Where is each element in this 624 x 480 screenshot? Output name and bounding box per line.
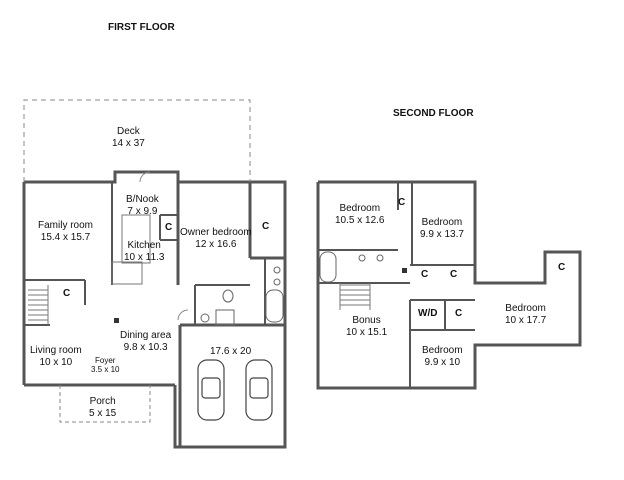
sink-icon [200,313,210,323]
column-marker [402,268,407,273]
room-owner-bedroom: Owner bedroom 12 x 16.6 [180,227,252,251]
closet-label: C [63,288,71,299]
room-name: Bedroom [339,203,381,214]
room-name: Bedroom [421,217,463,228]
room-name: Deck [117,126,140,137]
room-porch: Porch 5 x 15 [89,396,116,420]
room-name: Kitchen [127,240,161,251]
room-name: Porch [89,396,116,407]
room-bedroom-1: Bedroom 10.5 x 12.6 [335,203,384,227]
room-size: 14 x 37 [112,138,145,149]
sink-icon [273,266,281,274]
room-size: 10 x 17.7 [505,315,547,326]
room-size: 15.4 x 15.7 [40,232,91,243]
closet-label: C [558,262,566,273]
room-size: 3.5 x 10 [91,365,120,374]
room-name: Dining area [120,330,172,341]
room-size: 9.9 x 10 [424,357,461,368]
closet-label: C [165,222,173,233]
room-name: Foyer [95,356,116,365]
room-garage: 17.6 x 20 [210,346,251,358]
room-name: Bedroom [505,303,546,314]
sink-icon [376,254,384,262]
room-size: 7 x 9.9 [127,206,158,217]
room-name: Bedroom [422,345,463,356]
deck-outline [23,99,251,182]
room-size: 10 x 11.3 [124,252,165,263]
closet-label: C [421,269,429,280]
closet-label: C [455,308,463,319]
room-size: 10.5 x 12.6 [335,215,385,226]
door-swing [177,309,189,321]
room-size: 10 x 15.1 [346,327,388,338]
first-floor-title: FIRST FLOOR [108,22,175,33]
room-size: 17.6 x 20 [210,346,252,357]
bathtub [319,251,337,283]
room-name: Bonus [352,315,381,326]
room-foyer: Foyer 3.5 x 10 [91,356,119,374]
room-bonus: Bonus 10 x 15.1 [346,315,387,339]
sink-icon [358,254,366,262]
toilet [222,289,234,303]
closet-label: C [450,269,458,280]
room-size: 9.8 x 10.3 [123,342,168,353]
room-living: Living room 10 x 10 [30,345,82,369]
second-floor-outer-wall [316,180,582,390]
room-size: 12 x 16.6 [195,239,237,250]
kitchen-island [121,214,151,264]
room-name: Owner bedroom [180,227,252,238]
laundry-label: W/D [418,308,438,319]
room-name: Family room [38,220,94,231]
column-marker [114,318,119,323]
room-size: 5 x 15 [89,408,117,419]
first-floor-stairs [28,285,49,325]
room-size: 9.9 x 13.7 [420,229,464,240]
shower [215,309,235,326]
room-kitchen: Kitchen 10 x 11.3 [124,240,164,264]
sink-icon [273,278,281,286]
room-bnook: B/Nook 7 x 9.9 [126,194,159,218]
room-size: 10 x 10 [39,357,73,368]
room-dining: Dining area 9.8 x 10.3 [120,330,171,354]
room-name: B/Nook [126,194,159,205]
kitchen-counter [111,261,143,285]
room-bedroom-3: Bedroom 10 x 17.7 [505,303,546,327]
door-swing [139,171,151,183]
bathtub [265,289,284,323]
room-bedroom-2: Bedroom 9.9 x 13.7 [420,217,464,241]
second-floor-title: SECOND FLOOR [393,108,474,119]
closet-label: C [262,221,270,232]
room-bedroom-4: Bedroom 9.9 x 10 [422,345,463,369]
room-family: Family room 15.4 x 15.7 [38,220,93,244]
room-deck: Deck 14 x 37 [112,126,145,150]
car-icon [197,359,273,421]
closet-label: C [398,197,406,208]
second-floor-stairs [339,283,371,310]
room-name: Living room [30,345,82,356]
